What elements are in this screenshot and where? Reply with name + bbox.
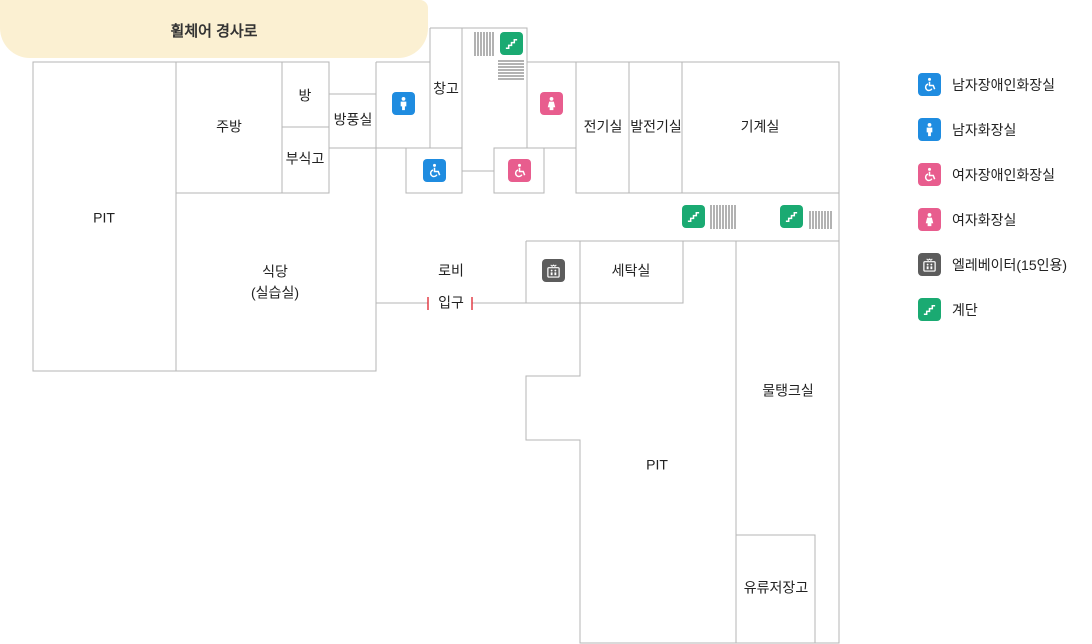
legend-label: 여자장애인화장실	[952, 166, 1056, 183]
room-dining-sub: (실습실)	[251, 284, 299, 301]
male-restroom-icon	[392, 92, 415, 115]
legend: 남자장애인화장실 남자화장실 여자장애인화장실 여자화장실 엘레베이터(15인용…	[918, 62, 1067, 332]
stairs-icon	[682, 205, 705, 228]
room-windproof: 방풍실	[333, 111, 373, 128]
room-electric: 전기실	[583, 118, 623, 135]
accessible-male-restroom-icon	[918, 73, 941, 96]
room-pit-center: PIT	[646, 456, 668, 473]
legend-item: 여자장애인화장실	[918, 152, 1067, 197]
room-pit-left: PIT	[93, 209, 115, 226]
room-side-storage: 부식고	[285, 150, 325, 167]
accessible-female-restroom-icon	[918, 163, 941, 186]
room-dining: 식당	[262, 263, 288, 280]
legend-label: 엘레베이터(15인용)	[952, 256, 1068, 273]
room-oil-storage: 유류저장고	[743, 579, 809, 596]
legend-item: 남자장애인화장실	[918, 62, 1067, 107]
legend-label: 남자장애인화장실	[952, 76, 1056, 93]
room-generator: 발전기실	[630, 118, 682, 135]
elevator-icon	[542, 259, 565, 282]
room-water-tank: 물탱크실	[762, 382, 814, 399]
legend-label: 여자화장실	[952, 211, 1017, 228]
legend-item: 남자화장실	[918, 107, 1067, 152]
wheelchair-ramp-label: 휠체어 경사로	[170, 23, 258, 40]
room-kitchen: 주방	[216, 118, 242, 135]
accessible-female-restroom-icon	[508, 159, 531, 182]
entrance-label: 입구	[438, 294, 464, 311]
stairs-icon	[918, 298, 941, 321]
room-warehouse: 창고	[433, 80, 459, 97]
legend-item: 여자화장실	[918, 197, 1067, 242]
female-restroom-icon	[540, 92, 563, 115]
accessible-male-restroom-icon	[423, 159, 446, 182]
room-room: 방	[298, 87, 312, 104]
stairs-icon	[780, 205, 803, 228]
room-laundry: 세탁실	[611, 262, 651, 279]
legend-item: 계단	[918, 287, 1067, 332]
wheelchair-ramp	[0, 0, 428, 58]
legend-item: 엘레베이터(15인용)	[918, 242, 1067, 287]
legend-label: 남자화장실	[952, 121, 1017, 138]
stairs-icon	[500, 32, 523, 55]
female-restroom-icon	[918, 208, 941, 231]
legend-label: 계단	[952, 301, 978, 318]
male-restroom-icon	[918, 118, 941, 141]
elevator-icon	[918, 253, 941, 276]
room-machine: 기계실	[740, 118, 780, 135]
room-lobby: 로비	[438, 262, 464, 279]
